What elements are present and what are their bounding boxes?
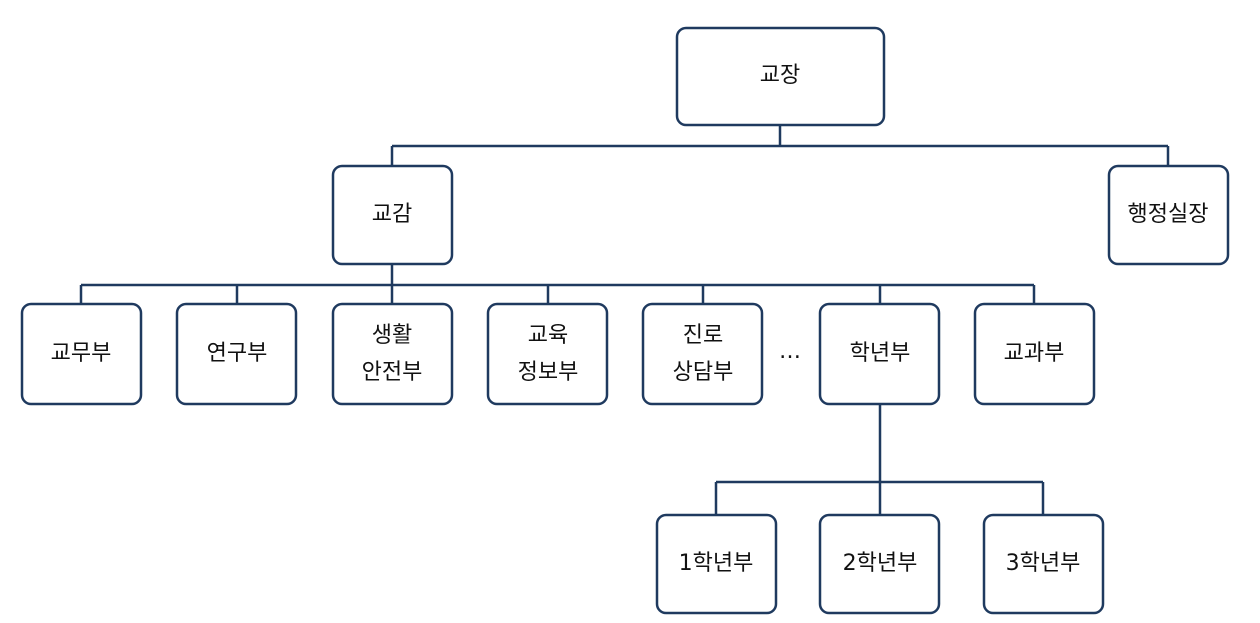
node-first-grade-box <box>655 513 778 615</box>
node-career-counsel-label-line2: 상담부 <box>673 360 734 385</box>
node-academic-affairs-label: 교무부 <box>51 341 112 366</box>
node-research-box <box>175 302 298 406</box>
node-grade-label: 학년부 <box>850 341 911 366</box>
node-principal: 교장 <box>675 26 886 127</box>
node-vice-principal-box <box>331 164 454 266</box>
node-third-grade-label: 3학년부 <box>1006 551 1081 576</box>
node-vice-principal: 교감 <box>331 164 454 266</box>
node-life-safety-label-line1: 생활 <box>372 323 412 348</box>
node-life-safety-box <box>331 302 454 406</box>
node-subject-box <box>973 302 1096 406</box>
node-second-grade-label: 2학년부 <box>843 551 918 576</box>
node-subject: 교과부 <box>973 302 1096 406</box>
node-vice-principal-label: 교감 <box>372 202 412 227</box>
connectors <box>79 125 1170 515</box>
node-life-safety-label-line2: 안전부 <box>362 360 423 385</box>
node-edu-info-label-line1: 교육 <box>528 323 568 348</box>
node-first-grade-label: 1학년부 <box>679 551 754 576</box>
node-life-safety: 생활 안전부 <box>331 302 454 406</box>
ellipsis-label: … <box>779 339 801 364</box>
node-second-grade-box <box>818 513 941 615</box>
node-grade: 학년부 <box>818 302 941 406</box>
node-research: 연구부 <box>175 302 298 406</box>
node-academic-affairs: 교무부 <box>20 302 143 406</box>
node-admin-head: 행정실장 <box>1107 164 1230 266</box>
node-admin-head-label: 행정실장 <box>1128 202 1209 227</box>
node-edu-info-label-line2: 정보부 <box>518 360 579 385</box>
node-third-grade: 3학년부 <box>982 513 1105 615</box>
node-career-counsel-label-line1: 진로 <box>683 323 723 348</box>
node-subject-label: 교과부 <box>1004 341 1065 366</box>
node-second-grade: 2학년부 <box>818 513 941 615</box>
node-career-counsel: 진로 상담부 <box>641 302 764 406</box>
node-career-counsel-box <box>641 302 764 406</box>
node-third-grade-box <box>982 513 1105 615</box>
node-first-grade: 1학년부 <box>655 513 778 615</box>
node-academic-affairs-box <box>20 302 143 406</box>
node-edu-info-box <box>486 302 609 406</box>
node-research-label: 연구부 <box>207 341 268 366</box>
node-admin-head-box <box>1107 164 1230 266</box>
node-principal-box <box>675 26 886 127</box>
node-grade-box <box>818 302 941 406</box>
node-principal-label: 교장 <box>760 63 800 88</box>
node-edu-info: 교육 정보부 <box>486 302 609 406</box>
